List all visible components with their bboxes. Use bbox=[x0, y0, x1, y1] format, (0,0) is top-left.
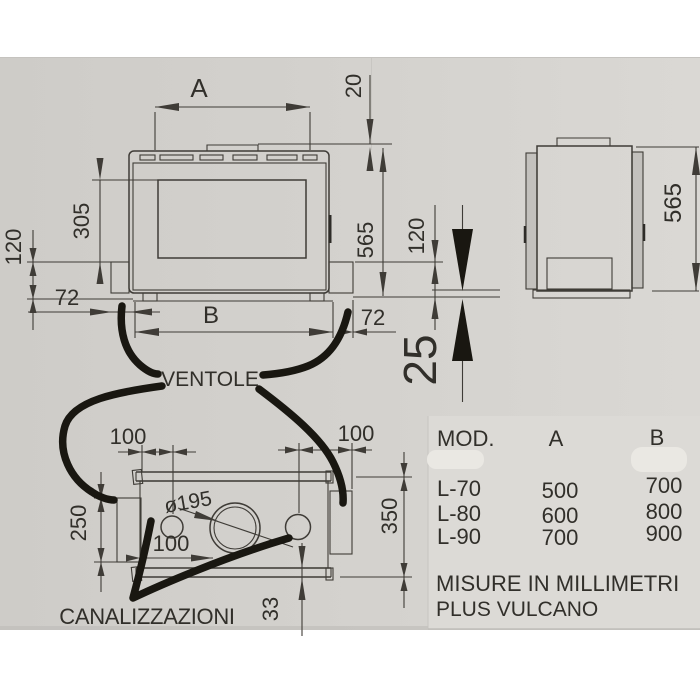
side-body bbox=[536, 145, 633, 292]
table-cell-b: 700 bbox=[646, 473, 683, 498]
table-header-b: B bbox=[650, 425, 665, 450]
dim-72-left: 72 bbox=[28, 285, 160, 316]
dim-100-inner: 100 bbox=[126, 531, 213, 562]
dim-565-front-label: 565 bbox=[353, 222, 378, 259]
footer-product: PLUS VULCANO bbox=[436, 598, 598, 621]
dim-565-front: 565 bbox=[353, 148, 387, 296]
side-right-flange bbox=[631, 151, 644, 289]
table-cell-b: 800 bbox=[646, 499, 683, 524]
table-row: L-80 600 800 bbox=[437, 499, 682, 528]
dim-a: A bbox=[154, 73, 311, 150]
dim-250: 250 bbox=[66, 472, 118, 592]
dim-100-top-left: 100 bbox=[110, 424, 196, 514]
whiteout-mark-right bbox=[631, 447, 687, 472]
side-left-flange bbox=[525, 152, 538, 290]
dim-100-inner-label: 100 bbox=[153, 531, 190, 556]
dim-20-label: 20 bbox=[341, 74, 366, 98]
ventole-label: VENTOLE bbox=[161, 368, 259, 391]
table-cell-a: 500 bbox=[542, 478, 579, 503]
table-row: L-90 700 900 bbox=[437, 521, 682, 550]
table-cell-model: L-70 bbox=[437, 476, 481, 501]
left-duct-hole bbox=[160, 515, 184, 539]
dim-565-side: 565 bbox=[636, 146, 700, 292]
side-top-tab bbox=[556, 137, 611, 146]
dim-120-right-label: 120 bbox=[404, 218, 429, 255]
dim-72-right: 72 bbox=[339, 300, 396, 338]
dim-25-label: 25 bbox=[394, 334, 446, 385]
table-cell-a: 600 bbox=[542, 503, 579, 528]
bottom-left-duct bbox=[116, 497, 142, 563]
table-header-a: A bbox=[549, 426, 564, 451]
table-cell-a: 700 bbox=[542, 525, 579, 550]
dim-33: 33 bbox=[258, 543, 306, 636]
whiteout-mark-left bbox=[427, 450, 484, 469]
side-base bbox=[532, 289, 631, 299]
dim-120-left-label: 120 bbox=[1, 229, 26, 266]
dim-100-top-right-label: 100 bbox=[338, 421, 375, 446]
flue-leader-arrow bbox=[194, 511, 218, 521]
dim-72-right-label: 72 bbox=[361, 305, 385, 330]
front-inner-frame bbox=[132, 162, 327, 291]
front-right-bracket bbox=[328, 261, 354, 294]
front-dimensions: A 20 305 120 bbox=[1, 73, 500, 402]
flue-hole-inner bbox=[213, 506, 257, 550]
dim-25: 25 bbox=[394, 205, 473, 402]
dim-b: B bbox=[134, 302, 334, 338]
marker-arrow-up bbox=[452, 299, 473, 361]
front-glass-window bbox=[157, 179, 307, 259]
spec-table: MOD. A B L-70 500 700 L-80 600 800 L-90 … bbox=[427, 416, 700, 630]
dim-33-label: 33 bbox=[258, 597, 283, 621]
table-cell-model: L-80 bbox=[437, 501, 481, 526]
marker-curve-left-to-ventole bbox=[117, 302, 162, 378]
canalizzazioni-label: CANALIZZAZIONI bbox=[59, 604, 235, 629]
marker-check-canalizzazioni bbox=[129, 517, 293, 602]
dim-350-label: 350 bbox=[377, 498, 402, 535]
table-header-mod: MOD. bbox=[437, 426, 494, 451]
dim-b-label: B bbox=[203, 302, 219, 329]
front-view bbox=[110, 144, 354, 302]
dim-305-label: 305 bbox=[69, 203, 94, 240]
side-view: 565 bbox=[523, 137, 700, 299]
marker-curve-right-to-ventole bbox=[259, 308, 352, 379]
side-lower-panel bbox=[546, 257, 613, 290]
table-row: L-70 500 700 bbox=[437, 473, 682, 503]
dim-350: 350 bbox=[340, 452, 412, 608]
table-cell-b: 900 bbox=[646, 521, 683, 546]
marker-curve-ventole-to-right-duct bbox=[255, 385, 347, 507]
dim-100-top-right: 100 bbox=[278, 421, 374, 513]
marker-loop-ventole-to-left-duct bbox=[58, 382, 166, 504]
dim-250-label: 250 bbox=[66, 505, 91, 542]
dim-72-left-label: 72 bbox=[55, 285, 79, 310]
front-left-bracket bbox=[110, 261, 130, 294]
table-cell-model: L-90 bbox=[437, 524, 481, 549]
marker-annotations bbox=[58, 302, 352, 602]
front-vent-slots bbox=[139, 154, 318, 161]
marker-arrow-down bbox=[452, 229, 473, 291]
bottom-view: ø195 100 100 250 bbox=[66, 421, 412, 636]
dim-120-left: 120 bbox=[1, 229, 133, 330]
dim-120-right: 120 bbox=[353, 205, 500, 330]
front-top-tab bbox=[206, 144, 259, 151]
footer-note: MISURE IN MILLIMETRI bbox=[436, 571, 679, 596]
dim-305: 305 bbox=[69, 158, 158, 284]
dim-a-label: A bbox=[190, 73, 208, 103]
right-duct-hole bbox=[284, 513, 312, 541]
dim-565-side-label: 565 bbox=[660, 183, 687, 223]
dim-100-top-left-label: 100 bbox=[110, 424, 147, 449]
